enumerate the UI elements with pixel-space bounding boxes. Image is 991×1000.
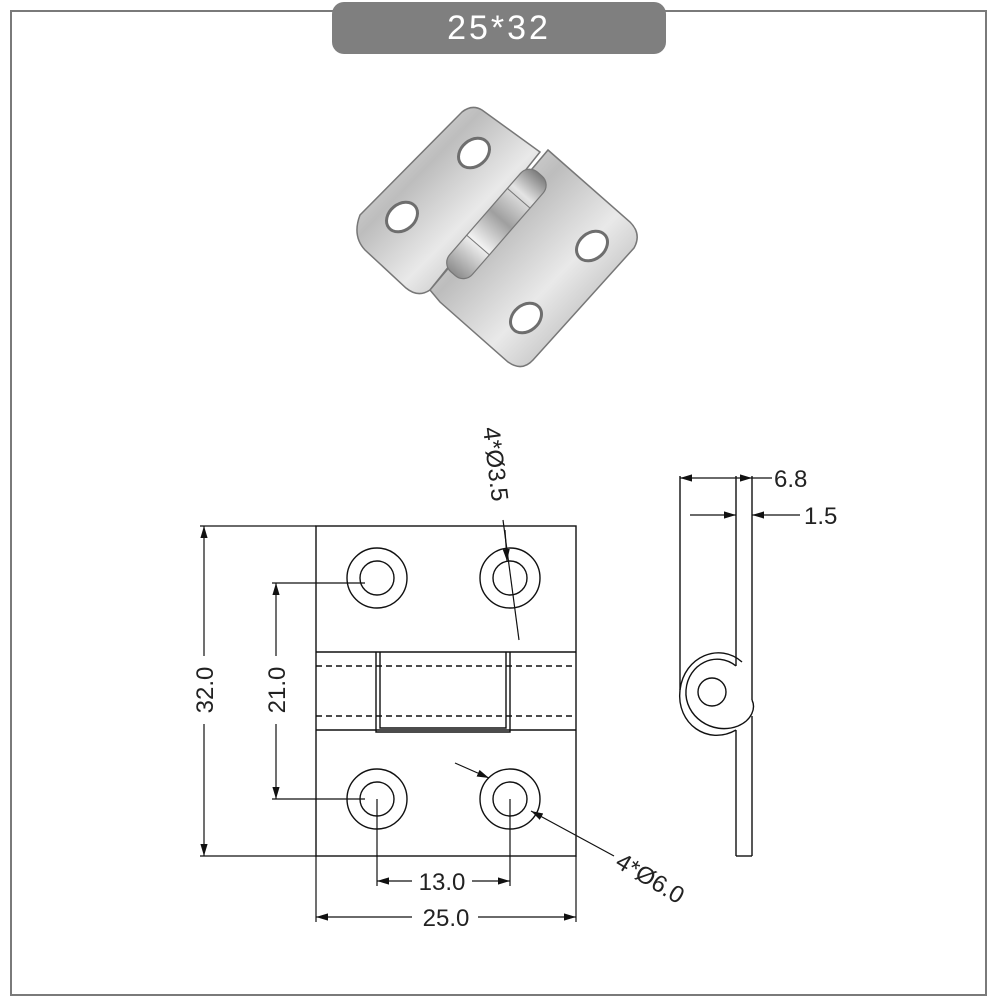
dim-32: 32.0 [192,667,219,714]
dim-13: 13.0 [419,869,466,896]
front-view [315,525,577,857]
side-view [679,476,755,857]
side-dimension-lines [680,474,800,519]
dim-25: 25.0 [423,905,470,932]
dim-hole-3-5: 4*Ø3.5 [477,425,513,502]
dim-21: 21.0 [264,667,291,714]
dim-1-5: 1.5 [804,503,837,530]
dim-6-8: 6.8 [774,466,807,493]
size-title: 25*32 [332,2,666,54]
dimension-lines [200,519,615,922]
hinge-photo [356,106,638,368]
dim-hole-6-0: 4*Ø6.0 [611,848,689,910]
